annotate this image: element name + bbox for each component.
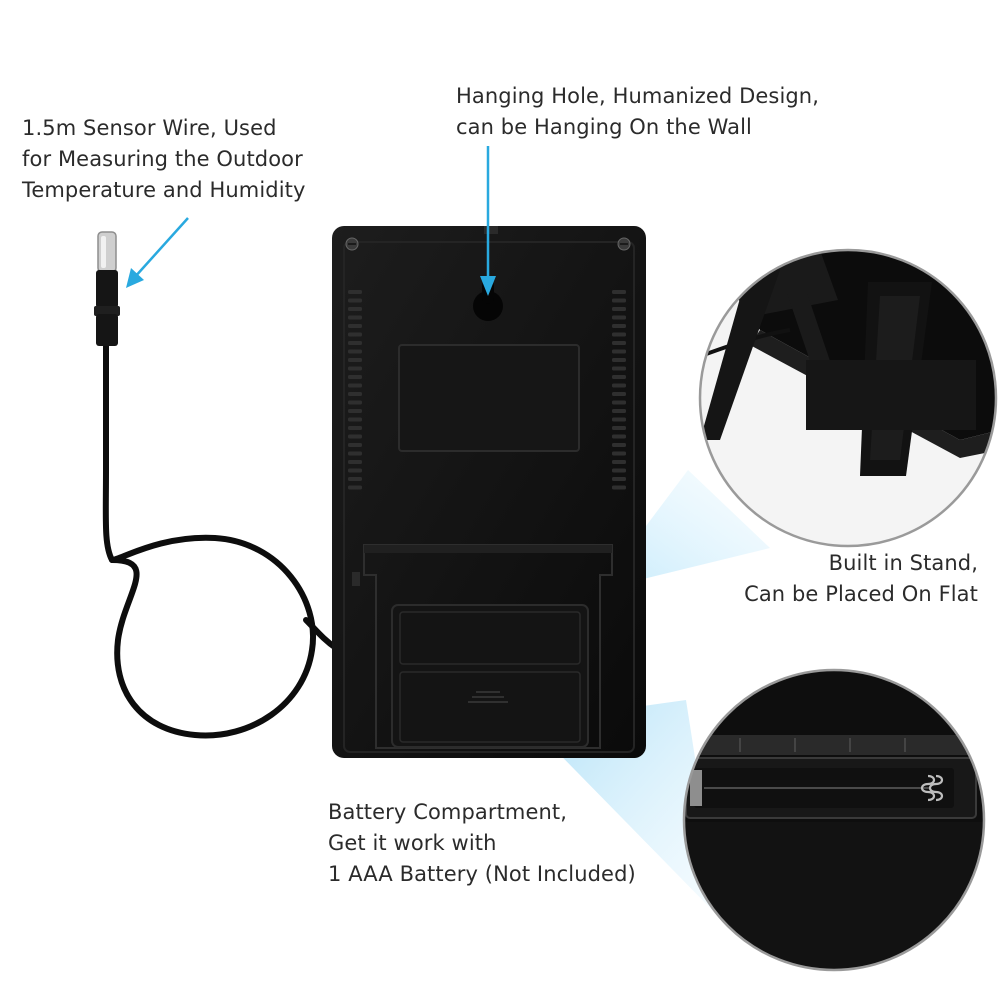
screw-icon: [345, 237, 359, 251]
vent-slot: [348, 400, 362, 405]
vent-slot: [348, 366, 362, 371]
vent-slot: [348, 417, 362, 422]
vent-slot: [612, 485, 626, 490]
vent-slot: [612, 315, 626, 320]
vent-slot: [612, 383, 626, 388]
vent-slot: [612, 400, 626, 405]
device-back: [332, 226, 646, 758]
vent-slot: [348, 315, 362, 320]
vent-slot: [612, 366, 626, 371]
vent-slot: [348, 358, 362, 362]
screw-icon: [617, 237, 631, 251]
sensor-cable: [102, 339, 339, 739]
caption-line: 1 AAA Battery (Not Included): [328, 862, 636, 886]
vent-slot: [612, 307, 626, 311]
vent-slot: [612, 358, 626, 362]
vent-slot: [348, 477, 362, 481]
stand-caption: Built in Stand, Can be Placed On Flat: [744, 548, 978, 610]
vent-slot: [612, 417, 626, 422]
vent-slot: [612, 392, 626, 396]
caption-line: Built in Stand,: [828, 551, 978, 575]
caption-line: for Measuring the Outdoor: [22, 147, 303, 171]
vent-slot: [348, 468, 362, 473]
vent-slot: [612, 477, 626, 481]
vent-slot: [348, 434, 362, 439]
vent-slot: [612, 451, 626, 456]
stand-magnifier: [698, 248, 998, 548]
battery-door: [391, 604, 589, 748]
vent-slot: [348, 375, 362, 379]
vent-slot: [612, 460, 626, 464]
caption-line: can be Hanging On the Wall: [456, 115, 752, 139]
vent-slot-icon: [348, 290, 626, 490]
vent-slot: [612, 341, 626, 345]
vent-slot: [612, 290, 626, 294]
caption-line: Battery Compartment,: [328, 800, 568, 824]
vent-slot: [612, 409, 626, 413]
sensor-probe: [94, 231, 120, 346]
vent-slot: [348, 307, 362, 311]
hanging-hole-caption: Hanging Hole, Humanized Design, can be H…: [456, 81, 819, 143]
vent-slot: [612, 349, 626, 354]
vent-slot: [612, 298, 626, 303]
caption-line: Temperature and Humidity: [22, 178, 306, 202]
vent-slot: [612, 468, 626, 473]
arrow-pointer-icon: [126, 217, 189, 288]
vent-slot: [348, 443, 362, 447]
vent-slot: [348, 460, 362, 464]
vent-slot: [348, 290, 362, 294]
sensor-wire-caption: 1.5m Sensor Wire, Used for Measuring the…: [22, 113, 306, 206]
vent-slot: [348, 341, 362, 345]
vent-slot: [348, 426, 362, 430]
caption-line: Can be Placed On Flat: [744, 582, 978, 606]
vent-slot: [612, 324, 626, 328]
vent-slot: [348, 383, 362, 388]
caption-line: 1.5m Sensor Wire, Used: [22, 116, 277, 140]
vent-slot: [348, 298, 362, 303]
vent-slot: [348, 332, 362, 337]
vent-slot: [612, 375, 626, 379]
battery-magnifier: [682, 668, 986, 972]
vent-slot: [348, 392, 362, 396]
vent-slot: [348, 485, 362, 490]
caption-line: Get it work with: [328, 831, 497, 855]
vent-slot: [612, 434, 626, 439]
caption-line: Hanging Hole, Humanized Design,: [456, 84, 819, 108]
vent-slot: [612, 426, 626, 430]
vent-slot: [348, 451, 362, 456]
vent-slot: [348, 349, 362, 354]
vent-slot: [612, 443, 626, 447]
label-recess: [398, 344, 580, 452]
arrow-pointer-icon: [480, 146, 496, 296]
stand-outline: [363, 544, 613, 749]
vent-slot: [612, 332, 626, 337]
vent-slot: [348, 324, 362, 328]
vent-slot: [348, 409, 362, 413]
battery-caption: Battery Compartment, Get it work with 1 …: [328, 797, 636, 890]
